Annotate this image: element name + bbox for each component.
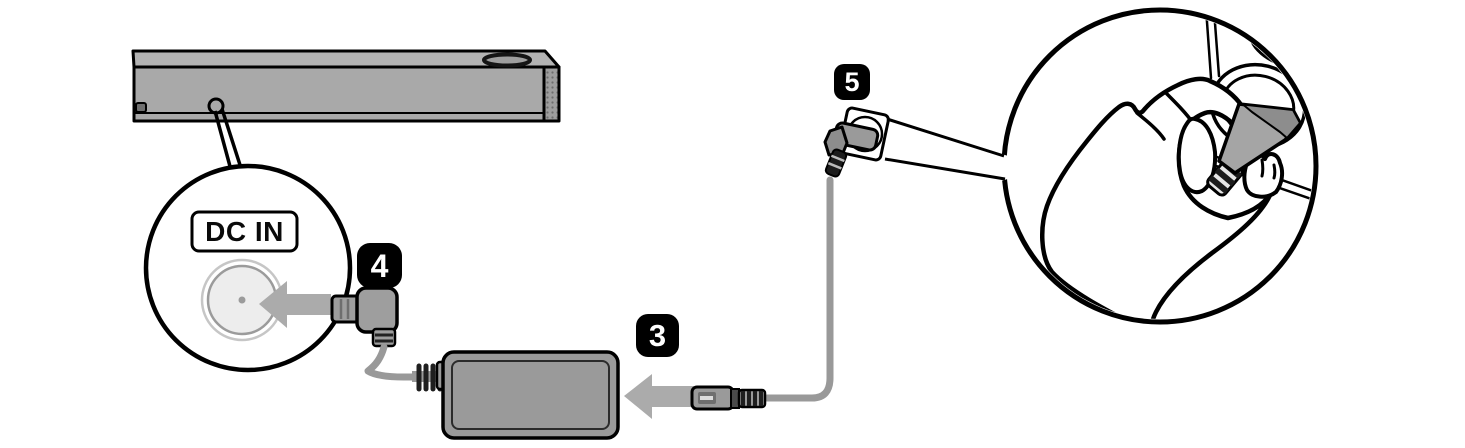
dc-cable [364,343,418,381]
dc-plug-icon [330,286,418,381]
outlet-plug-grip [824,148,848,178]
ac-adapter-icon [412,350,620,440]
adapter-body [441,350,620,440]
dc-in-port-icon [200,258,284,342]
left-block-arrow-icon-step4 [259,281,331,328]
dc-in-zoom-circle: DC IN [143,163,353,373]
dc-plug-body [355,286,399,334]
connector-strain-ribs [737,388,767,409]
dc-in-label-box [190,210,299,253]
step-badge-3: 3 [636,314,679,357]
hand-outline [1040,76,1274,319]
soundbar-end-cap [542,65,561,123]
step-number-4: 4 [371,248,389,284]
thumb [1176,116,1218,194]
hand-inserting-plug-icon [884,7,1319,325]
dc-plug-strain-relief [371,327,397,348]
power-cord-connector-icon [690,176,834,411]
step-badge-4: 4 [357,243,402,288]
outlet-callout-lines [884,117,1006,181]
soundbar-top-vent [482,52,532,68]
knuckle-creases [1260,158,1277,180]
outlet-plug-back [823,125,849,157]
left-block-arrow-icon-step3 [624,374,694,419]
connector-slot [700,396,713,400]
wall-outlet-icon [823,106,890,178]
dc-in-label: DC IN [205,216,284,247]
adapter-inner-panel [451,360,610,430]
soundbar-icon [131,49,561,123]
dc-in-callout-lines [213,108,243,171]
zoomed-power-plug-face [1242,103,1301,139]
step-badge-5: 5 [834,64,870,100]
step-number-5: 5 [844,67,859,97]
step-number-3: 3 [649,318,666,353]
power-cord-cable [761,176,834,402]
callout-notch-mask [996,152,1017,182]
soundbar-foot [135,102,147,113]
